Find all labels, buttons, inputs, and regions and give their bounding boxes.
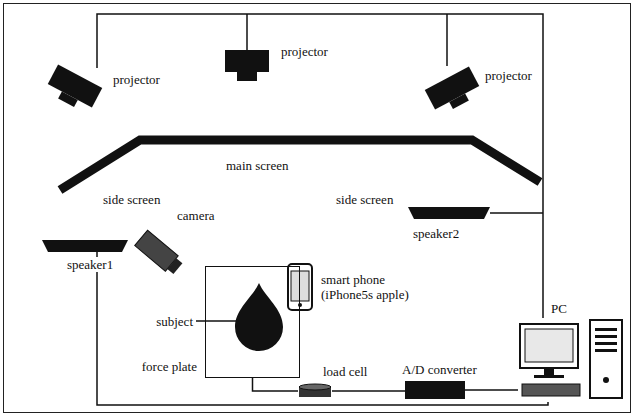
projector-label: projector — [112, 72, 161, 87]
speaker-label: speaker2 — [412, 226, 460, 241]
projector-label: projector — [280, 44, 329, 59]
projector-wire — [446, 14, 448, 66]
signal-wire — [332, 390, 405, 392]
pc-label: PC — [550, 301, 568, 316]
projector-icon — [44, 65, 102, 115]
phone-icon — [288, 264, 312, 310]
pc-shape — [518, 318, 628, 402]
projector-icon — [425, 67, 483, 117]
pc-icon — [520, 320, 622, 398]
force-plate-node: force platesubject — [205, 266, 300, 378]
subject-shape — [235, 283, 283, 351]
speaker-label: speaker1 — [66, 257, 114, 272]
frame — [4, 4, 631, 413]
speaker-wire — [97, 252, 548, 405]
projector-wire — [246, 14, 248, 50]
ad-converter-shape — [405, 381, 465, 399]
signal-wire — [465, 389, 518, 391]
ad-converter-label: A/D converter — [401, 362, 478, 377]
load-cell-shape — [298, 383, 332, 399]
screen-label: side screen — [102, 192, 161, 207]
load-cell-top — [299, 384, 331, 390]
speaker-wire — [490, 212, 543, 214]
screen-label: side screen — [335, 192, 394, 207]
signal-wire — [253, 378, 299, 391]
screen-label: main screen — [225, 158, 289, 173]
subject-label: subject — [155, 314, 194, 329]
wiring — [97, 14, 548, 405]
pc-node: PC — [518, 318, 628, 402]
camera-icon — [135, 230, 185, 276]
subject-shape — [234, 281, 284, 351]
leader-line — [196, 320, 236, 322]
force-plate-label: force plate — [141, 359, 198, 374]
speaker-icon — [408, 207, 490, 219]
ad-converter-node: A/D converter — [405, 381, 465, 399]
load-cell-node: load cell — [298, 383, 332, 399]
camera-label: camera — [176, 208, 216, 223]
projector-label: projector — [484, 68, 533, 83]
projector-wire — [97, 14, 543, 318]
speaker-icon — [42, 240, 128, 252]
subject-node: subject — [234, 281, 284, 351]
phone-label: smart phone (iPhone5s apple) — [320, 272, 422, 302]
load-cell-label: load cell — [322, 364, 368, 379]
projector-icon — [225, 50, 269, 81]
screen — [60, 140, 540, 190]
